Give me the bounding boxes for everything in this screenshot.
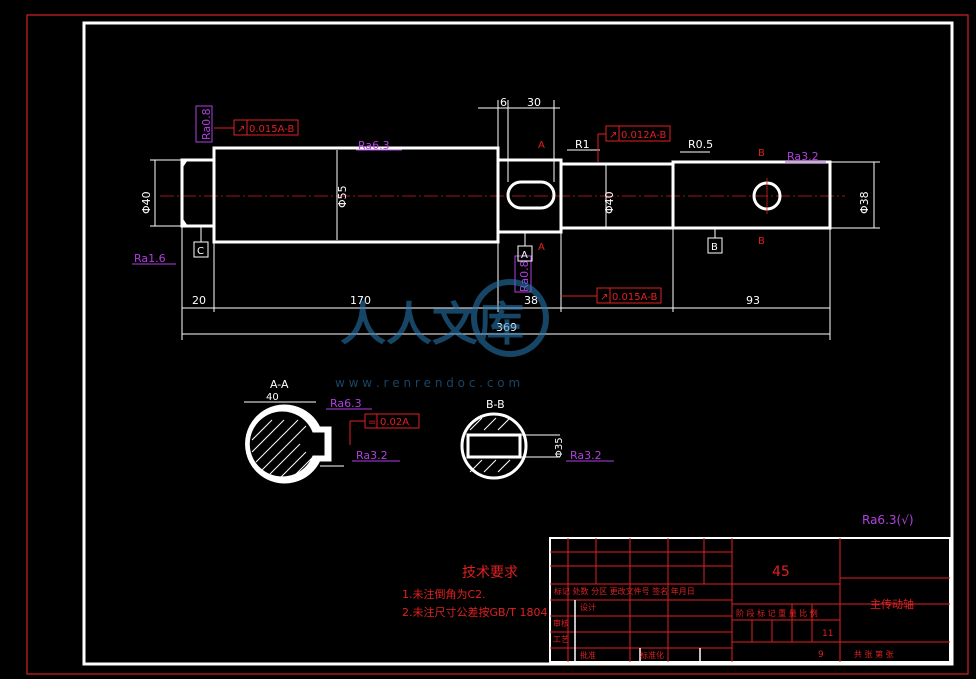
sheet-label: 共 张 第 张 <box>854 649 894 659</box>
dimension-lines <box>150 100 880 340</box>
part-name: 主传动轴 <box>870 597 914 611</box>
inner-frame <box>82 21 954 666</box>
craft-label: 工艺 <box>553 635 569 644</box>
dim-30: 30 <box>527 96 541 109</box>
dim-r1: R1 <box>575 138 590 151</box>
roughness-section-a-bottom: Ra3.2 <box>356 449 388 462</box>
svg-text:=: = <box>368 417 376 428</box>
watermark-url: w w w . r e n r e n d o c . c o m <box>335 376 520 390</box>
sheet-count: 11 <box>822 629 833 639</box>
tolerance-mid-top: 0.012A-B <box>621 130 667 141</box>
section-marker-b-bottom: B <box>758 236 765 247</box>
section-a-label: A-A <box>270 378 289 391</box>
scale-header: 阶 段 标 记 重 量 比 例 <box>736 608 818 618</box>
notes-title: 技术要求 <box>462 565 518 581</box>
datum-a: A <box>521 250 528 261</box>
outer-frame <box>26 14 969 675</box>
dim-6: 6 <box>500 96 507 109</box>
roughness-right-end: Ra3.2 <box>787 150 819 163</box>
section-marker-a-top: A <box>538 140 545 151</box>
approve-label: 批准 <box>580 650 596 660</box>
datum-c: C <box>197 246 204 257</box>
dim-dia-55: Φ55 <box>336 185 349 208</box>
section-a-dim: 40 <box>266 392 279 403</box>
page-number: 9 <box>818 650 824 660</box>
watermark: 人人文库 w w w . r e n r e n d o c . c o m <box>335 279 549 390</box>
roughness-general: Ra6.3(√) <box>862 513 914 527</box>
dim-dia-40-mid: Φ40 <box>603 191 616 214</box>
dim-38: 38 <box>524 294 538 307</box>
section-b-label: B-B <box>486 398 505 411</box>
row-header: 标记 处数 分区 更改文件号 签名 年月日 <box>554 586 695 596</box>
notes-line-2: 2.未注尺寸公差按GB/T 1804 <box>402 605 547 619</box>
roughness-section-b: Ra3.2 <box>570 449 602 462</box>
section-b-b: B-B Φ35 <box>460 398 565 480</box>
roughness-section-a-top: Ra6.3 <box>330 397 362 410</box>
standard-label: 标准化 <box>640 650 664 660</box>
design-label: 设计 <box>580 602 596 612</box>
dim-93: 93 <box>746 294 760 307</box>
section-marker-a-bottom: A <box>538 242 545 253</box>
tolerance-section-a: 0.02A <box>380 417 409 428</box>
svg-text:↗: ↗ <box>237 124 245 135</box>
dim-170: 170 <box>350 294 371 307</box>
section-marker-b-top: B <box>758 148 765 159</box>
check-label: 审核 <box>553 618 569 628</box>
datum-b: B <box>711 242 718 253</box>
section-b-dim: Φ35 <box>554 437 565 458</box>
dim-dia-38: Φ38 <box>858 191 871 214</box>
svg-text:↗: ↗ <box>609 130 617 141</box>
title-block: 45 主传动轴 标记 处数 分区 更改文件号 签名 年月日 阶 段 标 记 重 … <box>549 537 951 663</box>
roughness-left-end: Ra1.6 <box>134 252 166 265</box>
roughness-left-vertical: Ra0.8 <box>200 108 213 140</box>
svg-text:↗: ↗ <box>600 292 608 303</box>
shaft-outline <box>180 146 832 244</box>
dim-20: 20 <box>192 294 206 307</box>
dim-dia-40-left: Φ40 <box>140 191 153 214</box>
material: 45 <box>772 564 790 580</box>
dim-369: 369 <box>496 321 517 334</box>
watermark-text: 人人文库 <box>340 297 524 351</box>
roughness-main: Ra6.3 <box>358 139 390 152</box>
tolerance-mid-bottom: 0.015A-B <box>612 292 658 303</box>
notes-line-1: 1.未注倒角为C2. <box>402 587 486 601</box>
keyway-slot <box>506 180 556 210</box>
tolerance-left: 0.015A-B <box>249 124 295 135</box>
section-a-a: A-A 40 <box>244 378 344 484</box>
dim-r05: R0.5 <box>688 138 713 151</box>
